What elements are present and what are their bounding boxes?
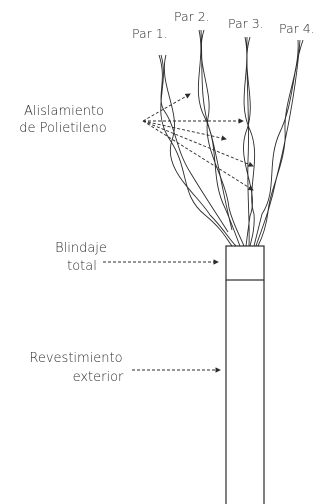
pair-4-label: Par 4. xyxy=(279,21,315,36)
twisted-pair-2 xyxy=(197,29,245,247)
jacket-label-line-1: Revestimiento xyxy=(29,351,123,366)
shield-label-line-2: total xyxy=(67,259,97,274)
twisted-pair-3 xyxy=(243,36,256,247)
shield-label-line-1: Blindaje xyxy=(55,241,107,256)
insulation-label-line-2: de Polietileno xyxy=(19,121,107,136)
shield-band xyxy=(225,245,265,281)
insulation-label-line-1: Alislamiento xyxy=(23,104,105,119)
pair-2-label: Par 2. xyxy=(174,9,210,24)
pair-1-label: Par 1. xyxy=(132,26,168,41)
jacket-label-line-2: exterior xyxy=(72,370,124,385)
pair-3-label: Par 3. xyxy=(228,16,264,31)
twisted-pair-1 xyxy=(158,54,237,247)
insulation-pointers xyxy=(142,93,254,191)
twisted-pair-4 xyxy=(253,39,304,247)
outer-jacket xyxy=(225,280,265,504)
